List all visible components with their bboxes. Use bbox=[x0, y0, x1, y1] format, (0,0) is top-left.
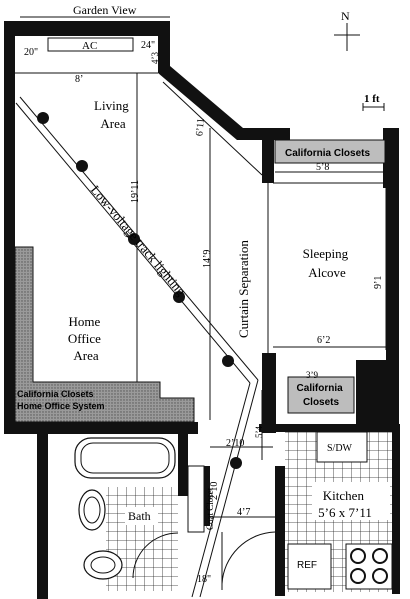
dim-door-18: 18" bbox=[197, 574, 211, 585]
dim-ac-right: 24" bbox=[141, 40, 155, 51]
bath-label-bg bbox=[125, 507, 158, 525]
curtain-label: Curtain Separation bbox=[236, 240, 251, 338]
coat-closet-label: Coat Closet bbox=[205, 487, 215, 530]
living-area-label: Living Area bbox=[94, 98, 132, 131]
dim-left-19-11: 19’11 bbox=[130, 180, 141, 203]
track-light-4 bbox=[173, 291, 185, 303]
dim-alcove-5-8: 5’8 bbox=[316, 162, 329, 173]
coat-closet bbox=[187, 465, 205, 533]
stove bbox=[345, 543, 393, 590]
track-light-6 bbox=[230, 457, 242, 469]
ac-unit bbox=[47, 37, 134, 52]
dim-ac-left: 20" bbox=[24, 47, 38, 58]
track-light-2 bbox=[76, 160, 88, 172]
scale-bar bbox=[362, 103, 385, 111]
bath-label: Bath bbox=[128, 509, 151, 523]
closet-top bbox=[274, 139, 386, 164]
dim-coat-2-10: 2’10 bbox=[209, 482, 220, 500]
dim-closet-3-9: 3’9 bbox=[306, 370, 318, 380]
closet-top-label: California Closets bbox=[285, 148, 370, 159]
sleeping-alcove-label: Sleeping Alcove bbox=[303, 246, 352, 280]
dim-living-width: 8’ bbox=[75, 74, 83, 85]
scale-label: 1 ft bbox=[364, 93, 380, 105]
compass-label: N bbox=[341, 9, 350, 23]
dim-hall-4-7: 4’7 bbox=[237, 507, 250, 518]
closet-mid-label: California Closets bbox=[297, 383, 346, 408]
dim-alcove-9-1: 9’1 bbox=[373, 276, 384, 289]
refrigerator-label: REF bbox=[297, 560, 317, 571]
toilet bbox=[78, 489, 106, 531]
track-light-1 bbox=[37, 112, 49, 124]
home-office-label: Home Office Area bbox=[68, 314, 104, 363]
dim-hall-2-10: 2’10 bbox=[226, 438, 244, 449]
home-office-system bbox=[14, 246, 195, 423]
track-light-5 bbox=[222, 355, 234, 367]
closet-mid bbox=[287, 376, 355, 414]
dim-hall-5-4: 5’4 bbox=[254, 426, 264, 438]
dim-center-14-9: 14’9 bbox=[202, 250, 213, 268]
track-lighting bbox=[15, 96, 259, 598]
entry-door-swing bbox=[221, 531, 276, 585]
kitchen-label: Kitchen 5’6 x 7’11 bbox=[318, 488, 372, 520]
sink bbox=[83, 550, 123, 580]
dim-diag-6-11: 6’11 bbox=[194, 118, 207, 137]
home-office-system-label: California Closets Home Office System bbox=[17, 389, 105, 411]
ac-label: AC bbox=[82, 40, 97, 52]
track-light-3 bbox=[128, 233, 140, 245]
plan-title: Garden View bbox=[73, 3, 137, 17]
kitchen-label-bg bbox=[312, 482, 390, 520]
dim-top-4-3: 4’3 bbox=[150, 52, 160, 64]
dishwasher bbox=[316, 431, 368, 463]
bath-floor bbox=[106, 487, 178, 591]
dim-line-6-11 bbox=[162, 81, 263, 176]
walls bbox=[4, 21, 400, 599]
refrigerator bbox=[287, 543, 332, 590]
compass-icon bbox=[334, 23, 360, 51]
bath-door-swing bbox=[132, 532, 179, 579]
bathtub bbox=[74, 437, 176, 479]
dishwasher-label: S/DW bbox=[327, 443, 353, 454]
dim-alcove-6-2: 6’2 bbox=[317, 335, 330, 346]
